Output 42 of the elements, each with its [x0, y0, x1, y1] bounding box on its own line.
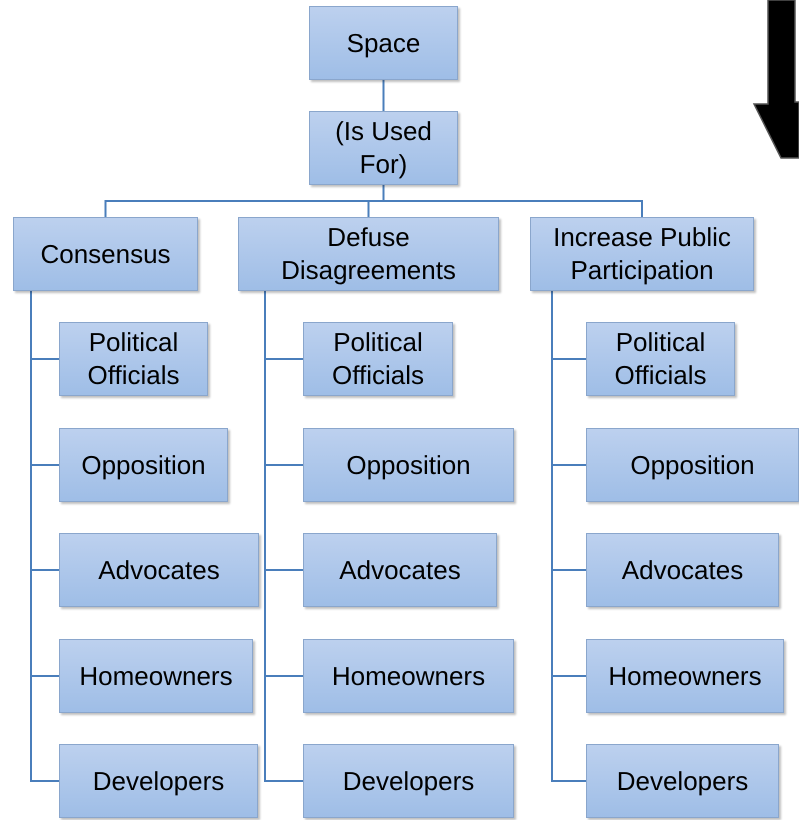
box-label: Opposition [346, 448, 471, 482]
org-chart-box [303, 744, 514, 818]
box-label: Homeowners [608, 660, 762, 692]
connector-line [382, 185, 643, 217]
box-label: Opposition [630, 448, 755, 482]
box-label: Opposition [81, 448, 206, 482]
org-chart-box [59, 322, 208, 396]
box-label: Advocates [339, 554, 461, 586]
org-chart-box [303, 428, 514, 502]
org-chart-box [586, 533, 779, 607]
box-label: Developers [342, 764, 474, 798]
org-chart-box [586, 428, 799, 502]
box-label: Consensus [40, 238, 171, 270]
org-chart-box [586, 322, 735, 396]
box-label: (Is Used For) [334, 115, 433, 181]
box-label: Defuse Disagreements [280, 221, 457, 287]
org-chart-box [238, 217, 499, 291]
org-chart-box [303, 639, 514, 713]
box-label: Space [346, 26, 420, 60]
org-chart-box [59, 428, 228, 502]
org-chart-box [59, 533, 259, 607]
box-label: Political Officials [86, 326, 180, 392]
org-chart-box [309, 6, 458, 80]
org-chart-box [303, 533, 497, 607]
org-chart-box [309, 111, 458, 185]
box-label: Political Officials [331, 326, 425, 392]
connector-line [382, 80, 384, 111]
box-label: Developers [92, 764, 224, 798]
box-label: Increase Public Participation [552, 221, 732, 287]
org-chart-box [586, 744, 779, 818]
org-chart-box [59, 639, 253, 713]
box-label: Advocates [98, 554, 220, 586]
org-chart-box [59, 744, 258, 818]
org-chart-box [13, 217, 198, 291]
box-label: Political Officials [614, 326, 708, 392]
org-chart-box [530, 217, 754, 291]
org-chart-box [303, 322, 453, 396]
box-label: Homeowners [332, 660, 486, 692]
box-label: Developers [616, 764, 748, 798]
org-chart-box [586, 639, 784, 713]
box-label: Homeowners [79, 660, 233, 692]
box-label: Advocates [622, 554, 744, 586]
